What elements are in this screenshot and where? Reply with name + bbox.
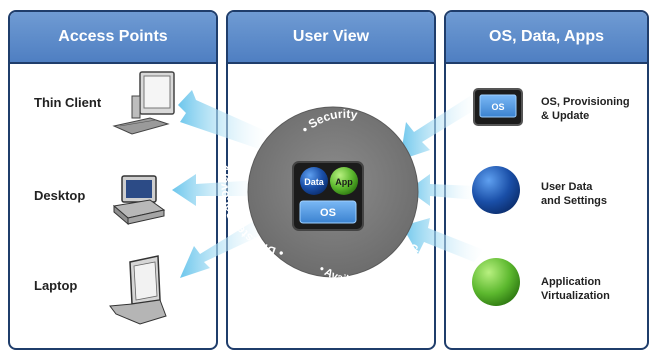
application-label: Application Virtualization <box>541 275 610 303</box>
os-box-label: OS <box>491 102 504 112</box>
os-provisioning-line1: OS, Provisioning <box>541 96 630 108</box>
os-provisioning-line2: & Update <box>541 110 590 122</box>
os-data-apps-header: OS, Data, Apps <box>446 12 647 64</box>
data-sphere-icon <box>300 167 328 195</box>
access-points-column: Access Points <box>8 10 218 350</box>
os-box-icon: OS <box>473 88 523 126</box>
hub-device-box: Data App OS <box>292 161 364 231</box>
arrow-to-laptop <box>180 216 268 278</box>
application-sphere-icon <box>472 258 520 306</box>
desktop-label: Desktop <box>34 188 86 203</box>
arrow-from-application <box>402 218 484 262</box>
access-points-header: Access Points <box>10 12 216 64</box>
user-data-line2: and Settings <box>541 195 608 207</box>
laptop-icon <box>109 255 167 325</box>
user-view-header: User View <box>228 12 434 64</box>
application-line1: Application <box>541 276 601 288</box>
hub-os-label: OS <box>320 207 336 219</box>
hub-app-label: App <box>335 177 353 187</box>
arrow-from-user-data <box>408 174 476 206</box>
thin-client-label: Thin Client <box>34 95 102 110</box>
hub-data-label: Data <box>304 177 325 187</box>
user-data-label: User Data and Settings <box>541 180 607 208</box>
diagram-canvas: • Security • Disaster Recovery • Availab… <box>109 71 523 325</box>
app-sphere-icon <box>330 167 358 195</box>
hub-os-block <box>299 200 357 224</box>
laptop-label: Laptop <box>34 278 78 293</box>
os-provisioning-label: OS, Provisioning & Update <box>541 95 630 123</box>
arrow-from-os <box>400 96 478 160</box>
arrow-to-thin-client <box>178 90 268 150</box>
thin-client-icon <box>112 71 175 135</box>
desktop-icon <box>112 175 166 226</box>
user-data-sphere-icon <box>472 166 520 214</box>
application-line2: Virtualization <box>541 290 610 302</box>
arrow-to-desktop <box>172 174 258 206</box>
user-data-line1: User Data <box>541 181 593 193</box>
